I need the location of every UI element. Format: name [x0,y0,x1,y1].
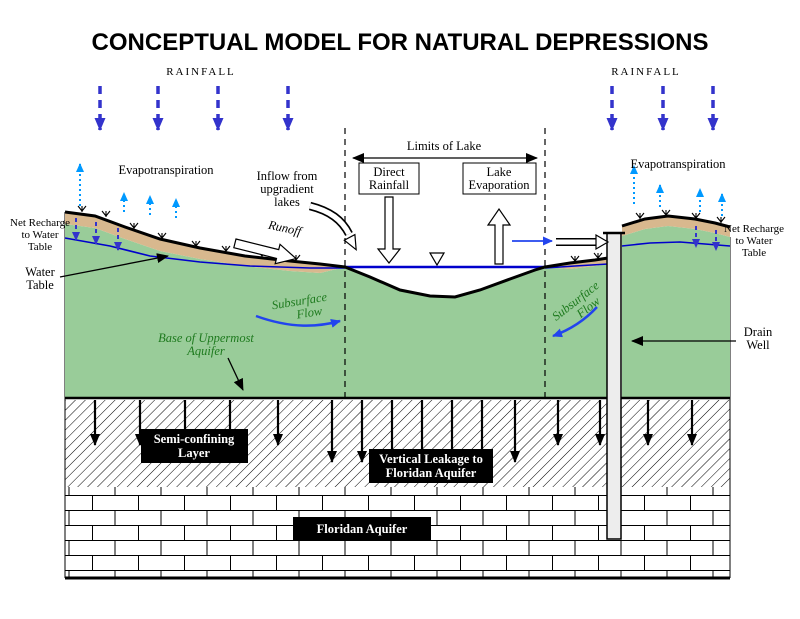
semi-confining-label-box [141,429,248,463]
base-of-aquifer-line1: Base of Uppermost [158,331,254,345]
ground-surface-right [621,214,731,229]
surficial-aquifer-right [622,226,730,398]
net-recharge-label-left: Net Recharge to Water Table [10,217,70,253]
water-table-line2: Table [26,278,54,292]
base-of-aquifer-pointer-arrow [227,357,244,391]
rainfall-arrows-right [606,86,719,131]
page-title: CONCEPTUAL MODEL FOR NATURAL DEPRESSIONS [92,29,709,56]
lake-evaporation-arrow [486,207,512,265]
net-recharge-arrows-right [692,226,720,251]
net-recharge-left-line1: Net Recharge [10,217,70,229]
inflow-line1: Inflow from [257,169,318,183]
subsurface-flow-arrow-right [552,306,598,338]
water-table-line1: Water [25,265,55,279]
lake-evaporation-line1: Lake [487,165,512,179]
drain-well-line1: Drain [744,325,773,339]
inflow-arrow-head [343,233,357,252]
base-of-aquifer-line2: Aquifer [186,344,225,358]
net-recharge-right-line2: to Water [735,235,772,247]
drain-well-casing [606,232,622,540]
water-table-line-left [64,237,345,269]
lake-evaporation-label-box [462,162,537,195]
base-of-aquifer-label: Base of Uppermost Aquifer [158,331,254,358]
runoff-arrow-shape [233,238,298,265]
semi-confining-label-line2: Layer [178,446,210,460]
inflow-arrow [308,201,357,252]
direct-rainfall-label: Direct Rainfall [358,162,420,195]
rainfall-label-left: RAINFALL [166,66,236,78]
direct-rainfall-label-box [358,162,420,195]
floridan-aquifer-label-text: Floridan Aquifer [317,522,408,536]
evapotranspiration-label-right: Evapotranspiration [630,157,726,171]
surficial-aquifer-left [65,224,608,398]
net-recharge-right-line3: Table [742,247,766,259]
evapotranspiration-arrows-left [76,163,180,218]
well-inflow-arrow-head [595,233,610,251]
subsurface-flow-left-line2: Flow [295,304,324,322]
water-table-label: Water Table [25,265,55,292]
subsurface-flow-label-left: Subsurface Flow [271,290,329,322]
subsurface-flow-arrow-left [255,314,341,328]
runoff-arrow [233,238,298,265]
vertical-leakage-label-box [369,449,493,483]
vertical-leakage-label-line1: Vertical Leakage to [379,452,483,466]
water-table-pointer-arrow [59,253,169,278]
net-recharge-arrows-left [72,218,122,251]
direct-rainfall-arrow [376,196,402,264]
lake-evaporation-label: Lake Evaporation [462,162,537,195]
net-recharge-left-line3: Table [28,241,52,253]
rainfall-label-right: RAINFALL [611,66,681,78]
runoff-label: Runoff [266,218,304,239]
ground-surface-left [64,210,609,299]
net-recharge-right-line1: Net Recharge [724,223,784,235]
water-level-symbol [428,252,446,267]
vertical-leakage-label: Vertical Leakage to Floridan Aquifer [369,449,493,483]
rainfall-arrows-left [94,86,294,131]
net-recharge-label-right: Net Recharge to Water Table [724,223,784,259]
semi-confining-label-line1: Semi-confining [154,432,235,446]
net-recharge-left-line2: to Water [21,229,58,241]
semi-confining-label: Semi-confining Layer [141,429,248,463]
inflow-line2: upgradient [260,182,314,196]
drain-well-structure [556,231,625,540]
vertical-leakage-arrows [90,400,697,463]
inflow-line3: lakes [274,195,300,209]
inflow-label: Inflow from upgradient lakes [257,169,318,209]
water-table-line-mid-right [544,263,609,269]
evapotranspiration-arrows-right [630,165,726,216]
floridan-aquifer-label-box [293,517,431,541]
soil-band-left [65,212,345,273]
evapotranspiration-label-left: Evapotranspiration [118,163,214,177]
floridan-aquifer-label: Floridan Aquifer [293,517,431,541]
direct-rainfall-line2: Rainfall [369,178,410,192]
lake-evaporation-line2: Evaporation [468,178,530,192]
limits-of-lake-label: Limits of Lake [407,139,482,153]
drain-well-label: Drain Well [744,325,773,352]
vertical-leakage-label-line2: Floridan Aquifer [386,466,477,480]
direct-rainfall-line1: Direct [373,165,405,179]
inflow-arrow-fill [309,203,352,236]
drain-well-line2: Well [746,338,770,352]
